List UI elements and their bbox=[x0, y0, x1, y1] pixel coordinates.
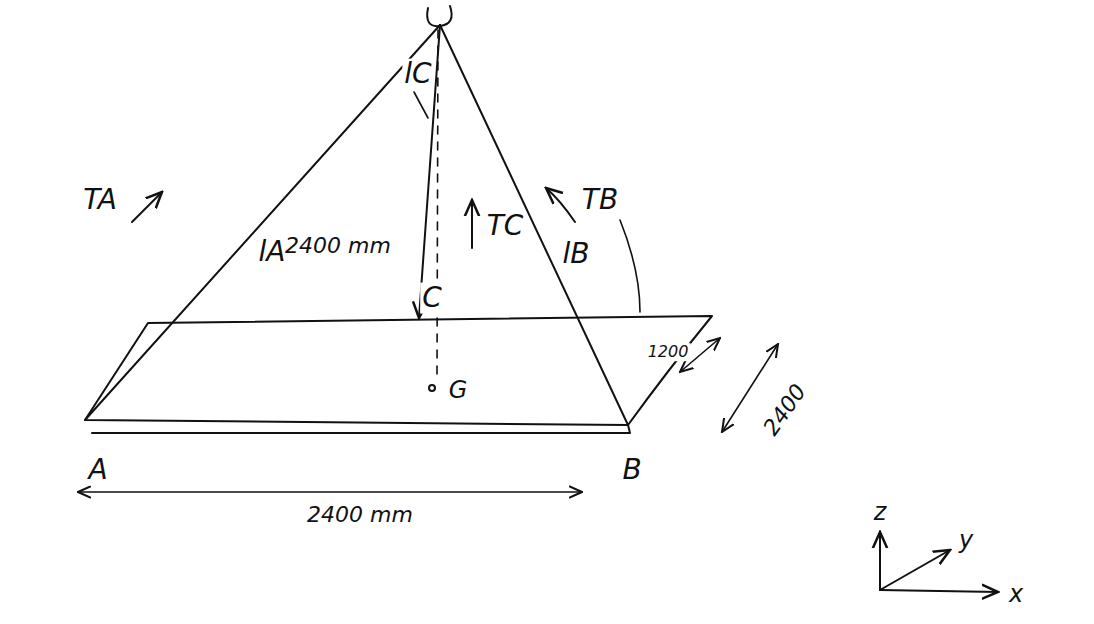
force-name: TB bbox=[580, 185, 620, 216]
leader bbox=[620, 220, 640, 312]
force-arrow bbox=[546, 188, 575, 222]
axis bbox=[879, 532, 881, 590]
height-line bbox=[437, 30, 438, 375]
cable-a bbox=[85, 25, 440, 420]
centre-of-gravity bbox=[429, 385, 435, 391]
dimension-arrow bbox=[78, 491, 582, 493]
cable-name: lB bbox=[561, 239, 592, 270]
force-name: TA bbox=[81, 185, 119, 216]
axis-name: y bbox=[957, 527, 975, 553]
dimension: 2400 bbox=[758, 378, 812, 441]
point-name: B bbox=[620, 455, 643, 486]
axis-name: z bbox=[872, 499, 889, 525]
point-name: G bbox=[447, 377, 470, 403]
force-arrow bbox=[471, 200, 473, 248]
axis-name: x bbox=[1007, 581, 1025, 607]
axis bbox=[880, 590, 998, 592]
plate bbox=[85, 316, 712, 425]
dimension: 2400 mm bbox=[305, 503, 415, 527]
dimension: 2400 mm bbox=[283, 234, 393, 258]
force-name: TC bbox=[485, 211, 526, 242]
leader bbox=[414, 92, 428, 118]
cable-b bbox=[440, 25, 628, 425]
hook bbox=[427, 6, 451, 26]
dimension: 1200 bbox=[646, 343, 691, 361]
point-name: A bbox=[86, 455, 109, 486]
axis bbox=[880, 550, 950, 590]
force-arrow bbox=[132, 192, 162, 222]
point-name: C bbox=[420, 283, 444, 314]
plate-edge bbox=[92, 425, 630, 433]
cable-name: lC bbox=[402, 59, 433, 90]
